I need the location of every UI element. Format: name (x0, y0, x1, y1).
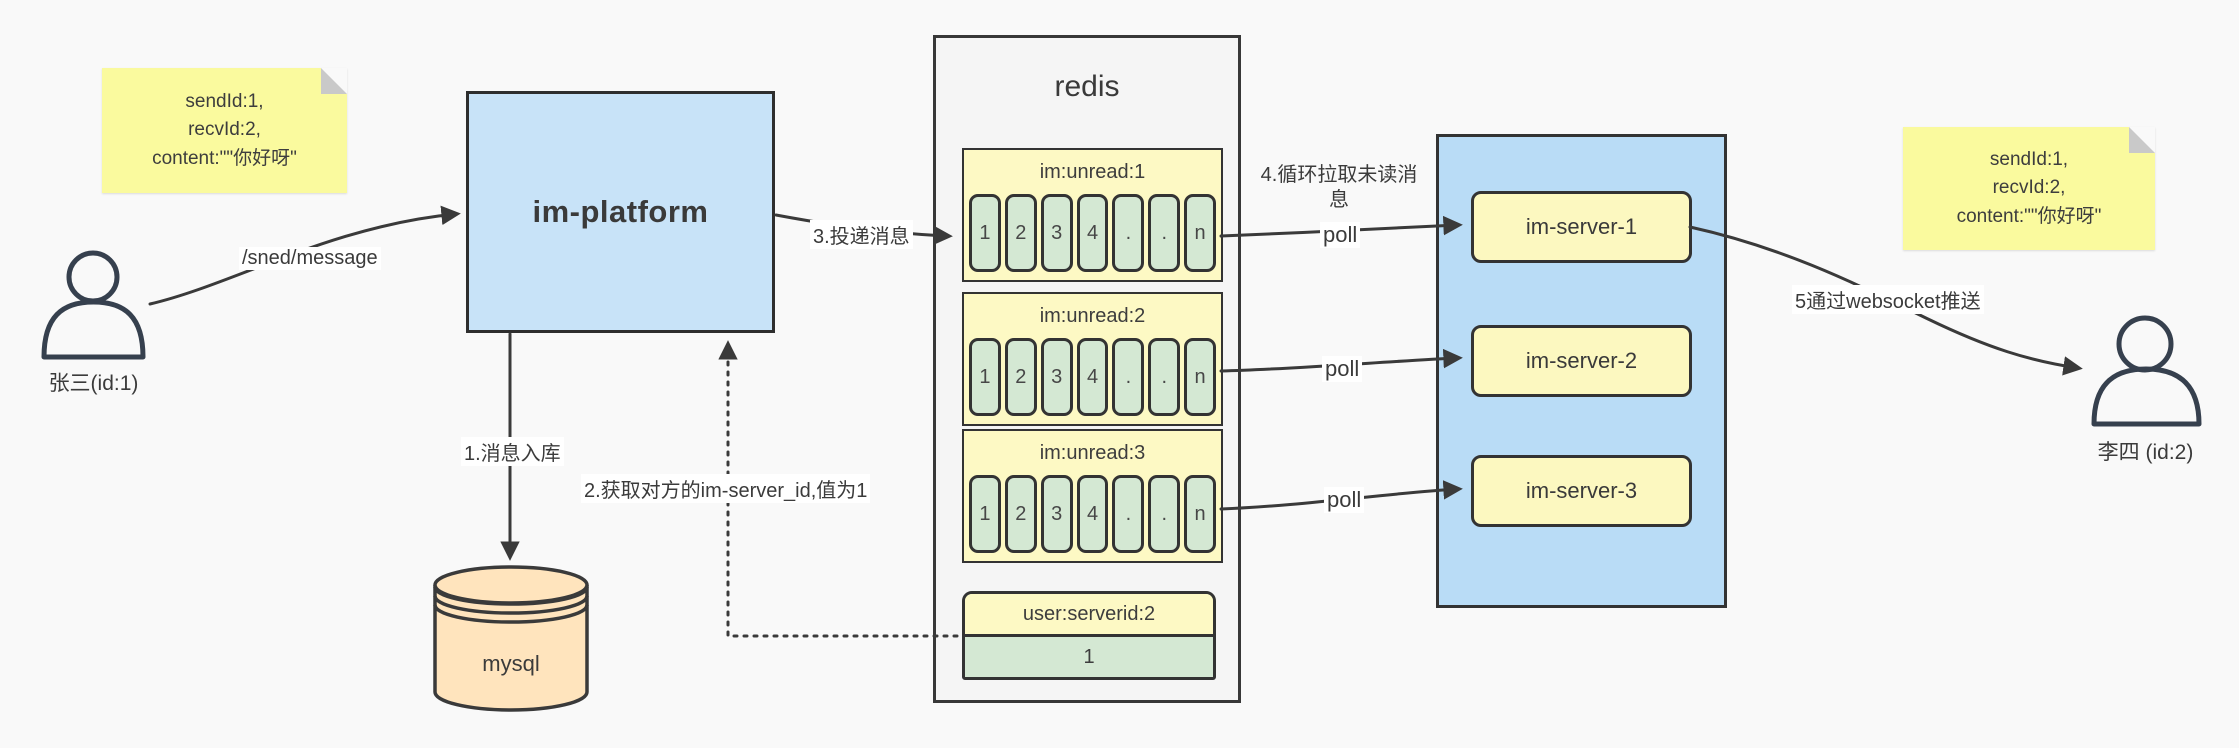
im-server-2-label: im-server-2 (1525, 348, 1638, 373)
note-line: content:""你好呀" (1956, 205, 2102, 227)
edge-label-poll-3: poll (1324, 487, 1365, 513)
list-cell: 3 (1040, 475, 1073, 553)
sticky-note-send-payload[interactable]: sendId:1, recvId:2, content:""你好呀" (102, 68, 347, 193)
unread-list-title: im:unread:1 (1039, 160, 1146, 183)
list-cell: . (1112, 475, 1145, 553)
unread-list-title: im:unread:2 (1039, 304, 1146, 327)
list-cell: . (1148, 475, 1181, 553)
list-cell: 2 (1004, 194, 1037, 272)
edge-label-poll-1: poll (1320, 222, 1361, 248)
note-line: recvId:2, (188, 119, 261, 141)
unread-list-2[interactable]: im:unread:2 1 2 3 4 . . n (962, 292, 1223, 426)
list-cell: 4 (1076, 475, 1109, 553)
user-icon-sender[interactable] (41, 250, 146, 360)
sender-label: 张三(id:1) (48, 372, 139, 395)
edge-label-poll-2: poll (1322, 356, 1363, 382)
im-server-1-node[interactable]: im-server-1 (1471, 191, 1692, 263)
list-cell: n (1184, 338, 1217, 416)
edge-label-push: 5通过websocket推送 (1792, 285, 1984, 314)
unread-list-3[interactable]: im:unread:3 1 2 3 4 . . n (962, 429, 1223, 563)
mysql-label: mysql (482, 651, 540, 676)
list-cell: . (1112, 194, 1145, 272)
list-cell: . (1148, 194, 1181, 272)
redis-title: redis (1054, 70, 1120, 103)
im-server-cluster[interactable]: im-server-1 im-server-2 im-server-3 (1436, 134, 1727, 608)
note-line: content:""你好呀" (152, 147, 297, 169)
unread-cells: 1 2 3 4 . . n (964, 475, 1221, 559)
list-cell: . (1112, 338, 1145, 416)
user-serverid-node[interactable]: user:serverid:2 1 (962, 591, 1216, 680)
edge-label-pull: 4.循环拉取未读消息 (1260, 164, 1418, 211)
list-cell: n (1184, 194, 1217, 272)
list-cell: 1 (969, 338, 1001, 416)
unread-list-1[interactable]: im:unread:1 1 2 3 4 . . n (962, 148, 1223, 282)
user-icon-receiver[interactable] (2091, 315, 2202, 427)
unread-cells: 1 2 3 4 . . n (964, 338, 1221, 422)
im-server-3-node[interactable]: im-server-3 (1471, 455, 1692, 527)
sticky-note-push-payload[interactable]: sendId:1, recvId:2, content:""你好呀" (1903, 127, 2155, 250)
list-cell: 3 (1040, 338, 1073, 416)
edge-label-send: /sned/message (239, 247, 381, 270)
list-cell: 1 (969, 475, 1001, 553)
list-cell: n (1184, 475, 1217, 553)
list-cell: 2 (1004, 338, 1037, 416)
list-cell: 4 (1076, 194, 1109, 272)
receiver-label: 李四 (id:2) (2097, 441, 2194, 464)
im-server-1-label: im-server-1 (1525, 214, 1638, 239)
list-cell: 1 (969, 194, 1001, 272)
note-line: recvId:2, (1992, 177, 2066, 199)
unread-list-title: im:unread:3 (1039, 441, 1146, 464)
edge-label-lookup: 2.获取对方的im-server_id,值为1 (581, 474, 871, 503)
im-platform-node[interactable]: im-platform (466, 91, 775, 333)
note-line: sendId:1, (1989, 148, 2069, 170)
edge-label-deliver: 3.投递消息 (810, 220, 913, 249)
note-line: sendId:1, (185, 90, 264, 112)
edge-label-store: 1.消息入库 (461, 437, 564, 466)
user-serverid-value: 1 (1083, 645, 1095, 668)
mysql-database-icon[interactable] (433, 565, 589, 712)
im-server-2-node[interactable]: im-server-2 (1471, 325, 1692, 397)
im-server-3-label: im-server-3 (1525, 478, 1638, 503)
list-cell: . (1148, 338, 1181, 416)
user-serverid-key: user:serverid:2 (965, 594, 1213, 637)
list-cell: 4 (1076, 338, 1109, 416)
unread-cells: 1 2 3 4 . . n (964, 194, 1221, 278)
redis-container[interactable]: redis im:unread:1 1 2 3 4 . . n im:unrea… (933, 35, 1241, 703)
im-platform-label: im-platform (532, 194, 709, 229)
list-cell: 3 (1040, 194, 1073, 272)
list-cell: 2 (1004, 475, 1037, 553)
